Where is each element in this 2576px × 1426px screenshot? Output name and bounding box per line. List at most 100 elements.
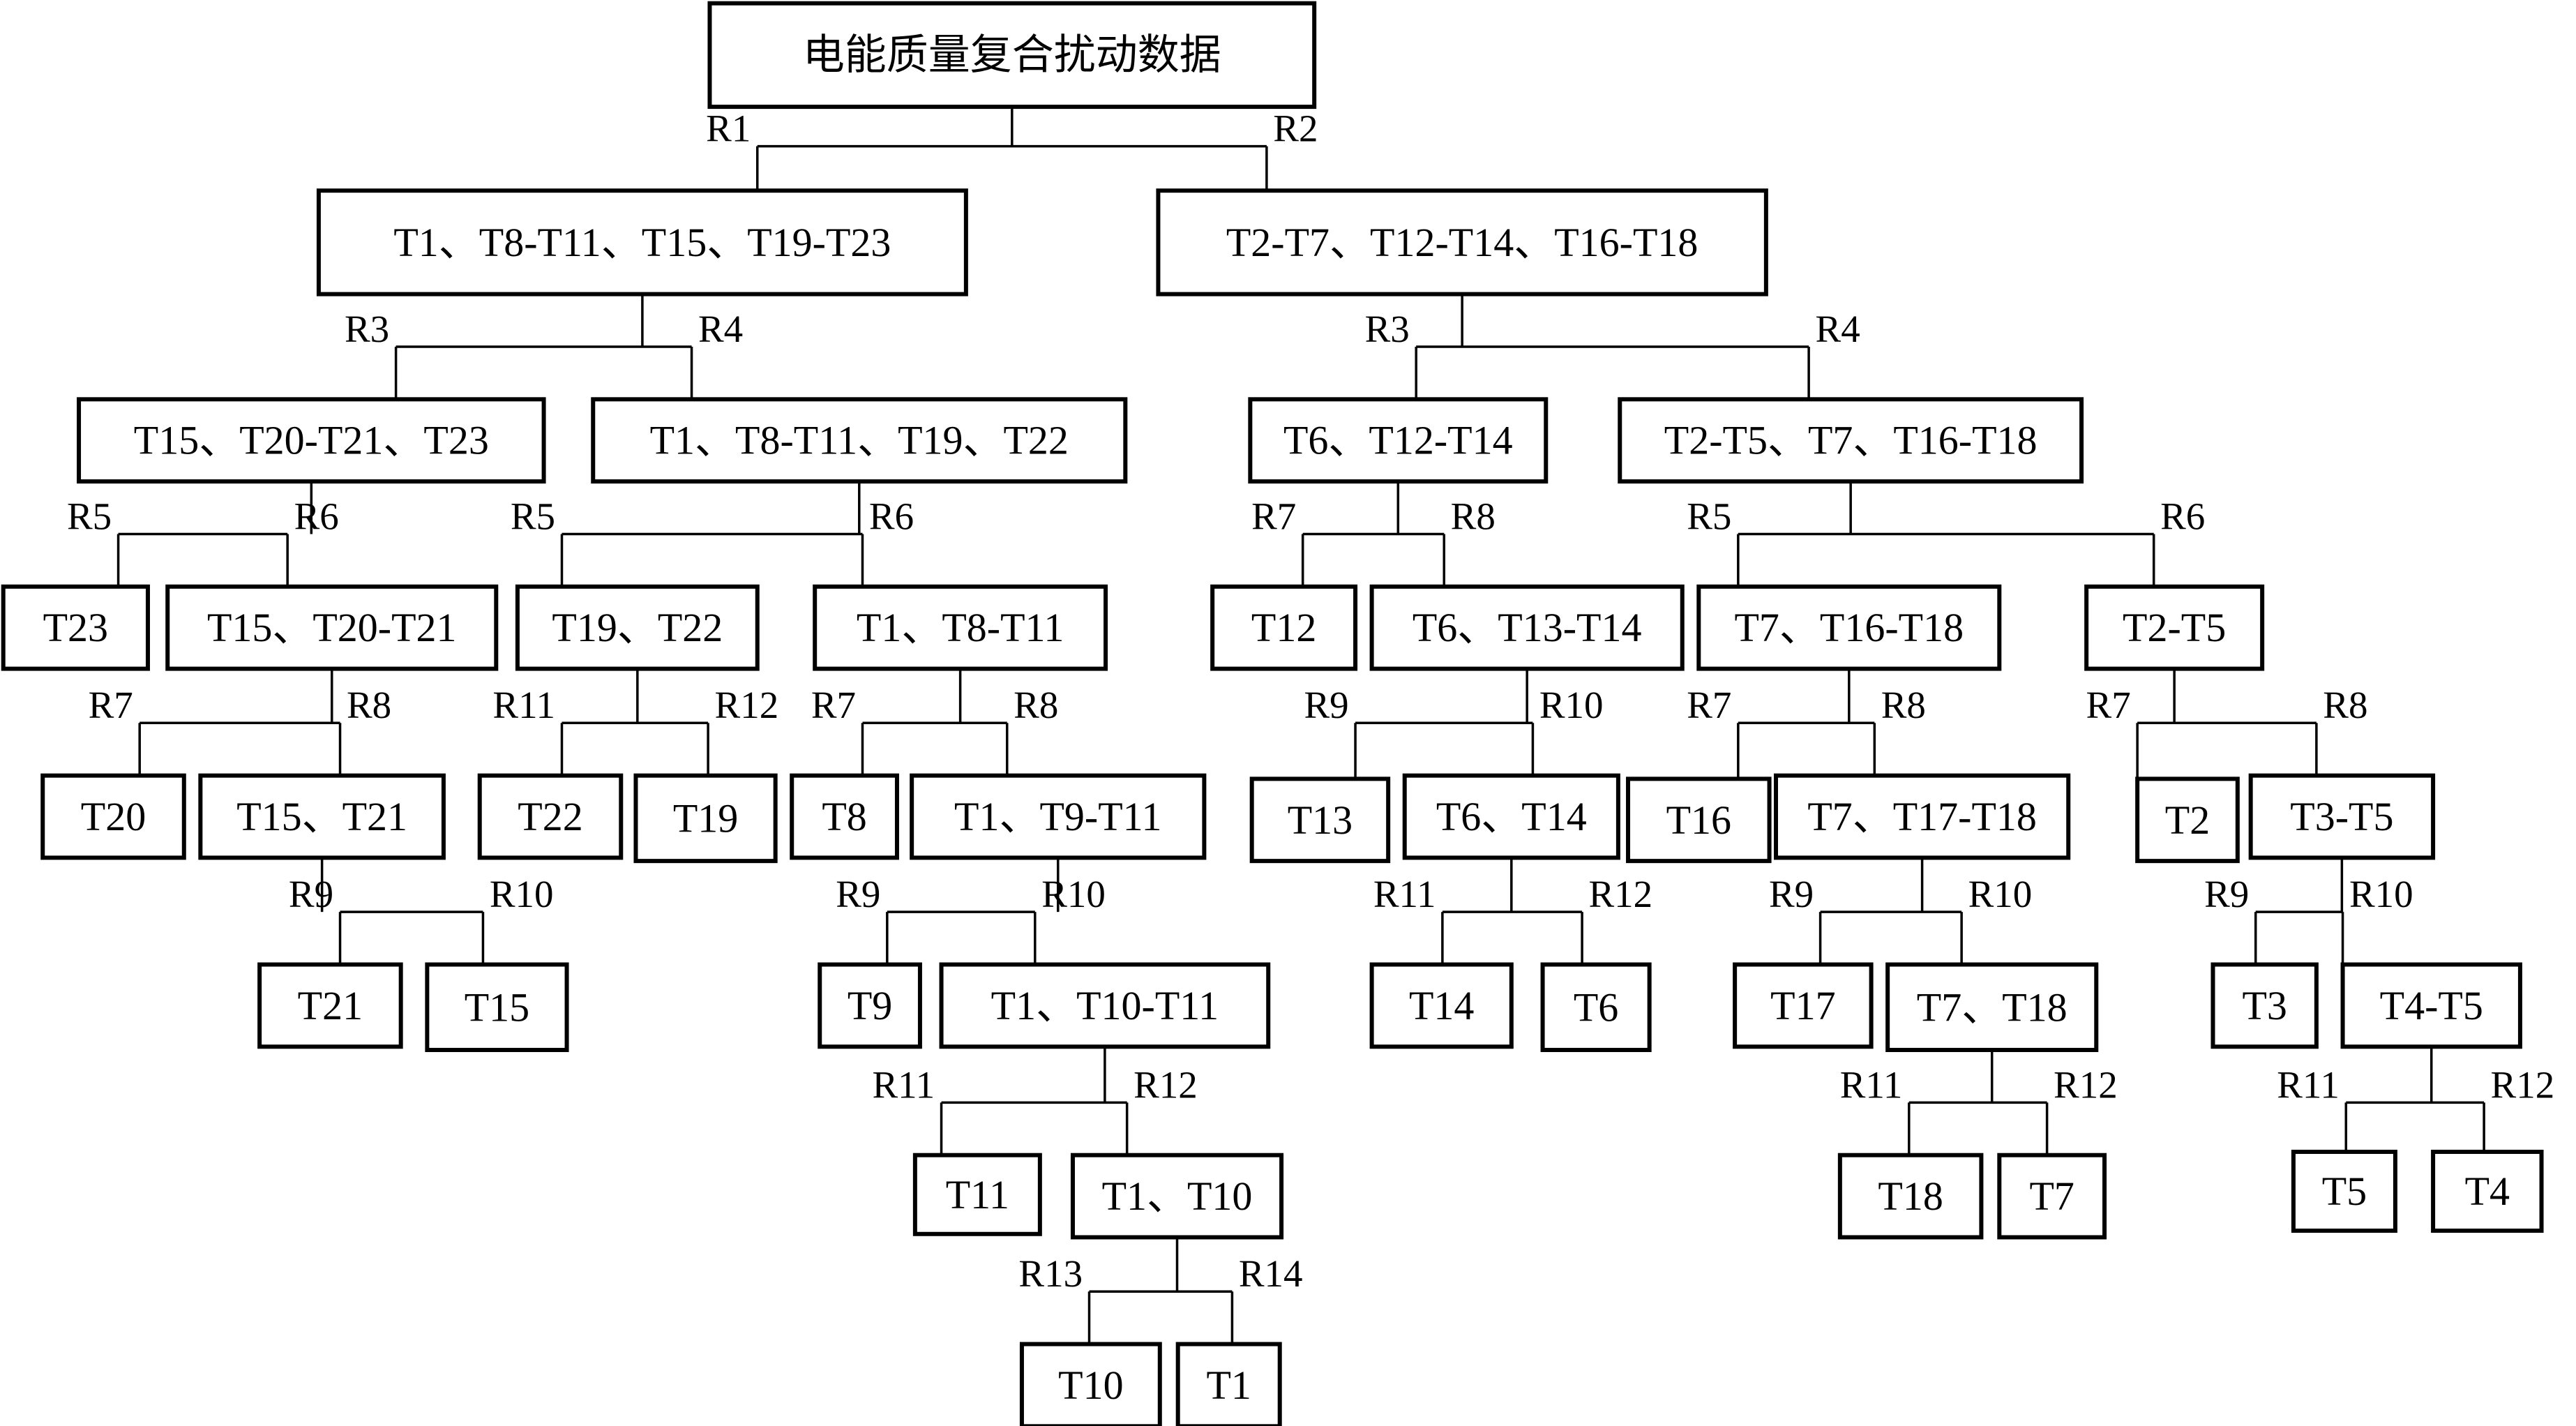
node-label: T11 — [946, 1172, 1009, 1217]
tree-node: T6、T12-T14 — [1248, 397, 1549, 484]
node-label: T19 — [673, 795, 738, 841]
node-box — [1248, 397, 1549, 484]
node-box — [1369, 584, 1685, 671]
tree-node: T21 — [257, 962, 403, 1049]
edge-label: R11 — [872, 1063, 935, 1106]
node-label: T4-T5 — [2380, 983, 2483, 1028]
node-box — [2084, 584, 2265, 671]
tree-node: T1、T8-T11、T15、T19-T23 — [316, 188, 968, 297]
node-label: T6、T12-T14 — [1283, 418, 1513, 463]
node-label: T3-T5 — [2290, 794, 2393, 839]
tree-node: T11 — [912, 1153, 1042, 1236]
node-label: T6 — [1574, 984, 1618, 1030]
node-label: 电能质量复合扰动数据 — [803, 32, 1221, 78]
tree-node: T1、T10 — [1070, 1153, 1284, 1240]
node-label: T1、T10 — [1102, 1173, 1253, 1219]
edge-label: R6 — [869, 495, 914, 537]
node-box — [1, 584, 150, 671]
node-box — [1019, 1342, 1162, 1426]
tree-node: T1 — [1175, 1342, 1282, 1426]
edge-label: R3 — [345, 308, 389, 350]
tree-node: T22 — [477, 773, 624, 860]
node-box — [425, 962, 569, 1052]
node-box — [1837, 1153, 1984, 1240]
node-label: T4 — [2465, 1169, 2510, 1214]
node-box — [2291, 1150, 2397, 1233]
edge-label: R7 — [89, 684, 133, 726]
edge-label: R11 — [1840, 1063, 1903, 1106]
node-label: T7 — [2029, 1173, 2074, 1219]
tree-node: T15 — [425, 962, 569, 1052]
edge-label: R12 — [1133, 1063, 1198, 1106]
edge-label: R8 — [1881, 684, 1926, 726]
node-box — [790, 773, 899, 860]
edge-label: R4 — [698, 308, 743, 350]
node-label: T1、T9-T11 — [954, 794, 1161, 839]
edge-label: R9 — [2204, 873, 2249, 915]
node-label: T2-T7、T12-T14、T16-T18 — [1226, 220, 1698, 265]
edge-label: R11 — [1373, 873, 1436, 915]
node-box — [939, 962, 1271, 1049]
node-box — [818, 962, 922, 1049]
node-box — [1696, 584, 2002, 671]
node-label: T15、T20-T21、T23 — [134, 418, 489, 463]
edge-label: R8 — [1014, 684, 1058, 726]
tree-node: T6、T13-T14 — [1369, 584, 1685, 671]
edge-label: R11 — [492, 684, 555, 726]
tree-node: T5 — [2291, 1150, 2397, 1233]
tree-node: T19、T22 — [515, 584, 760, 671]
tree-node: T9 — [818, 962, 922, 1049]
tree-node: T1、T8-T11 — [813, 584, 1108, 671]
node-box — [77, 397, 546, 484]
node-label: T6、T13-T14 — [1413, 605, 1642, 650]
tree-node: T15、T20-T21、T23 — [77, 397, 546, 484]
node-box — [40, 773, 186, 860]
node-label: T3 — [2242, 983, 2287, 1028]
node-box — [515, 584, 760, 671]
node-label: T16 — [1666, 797, 1731, 843]
node-label: T15 — [465, 984, 529, 1030]
node-label: T7、T17-T18 — [1807, 794, 2037, 839]
tree-node: T1、T10-T11 — [939, 962, 1271, 1049]
node-label: T20 — [81, 794, 146, 839]
node-label: T17 — [1770, 983, 1835, 1028]
tree-node: T6、T14 — [1402, 773, 1620, 860]
node-box — [1249, 776, 1391, 864]
node-box — [1626, 776, 1772, 864]
edge-label: R3 — [1365, 308, 1410, 350]
node-label: T13 — [1288, 797, 1353, 843]
tree-node: T20 — [40, 773, 186, 860]
node-box — [707, 1, 1317, 110]
edge-label: R5 — [67, 495, 112, 537]
tree-node: T1、T8-T11、T19、T22 — [591, 397, 1128, 484]
node-label: T14 — [1409, 983, 1474, 1028]
edge-label: R8 — [1451, 495, 1496, 537]
tree-node: T19 — [633, 773, 778, 864]
node-label: T9 — [848, 983, 892, 1028]
node-box — [198, 773, 446, 860]
node-box — [1774, 773, 2071, 860]
tree-node: T2-T5 — [2084, 584, 2265, 671]
node-box — [591, 397, 1128, 484]
tree-node: T8 — [790, 773, 899, 860]
edge-label: R10 — [490, 873, 554, 915]
edge-label: R12 — [2491, 1063, 2555, 1106]
tree-node: T4 — [2431, 1150, 2544, 1233]
tree-node: T3-T5 — [2248, 773, 2436, 860]
tree-node: T17 — [1733, 962, 1874, 1049]
tree-node: T3 — [2210, 962, 2319, 1049]
node-box — [316, 188, 968, 297]
edge-label: R4 — [1816, 308, 1860, 350]
edge-label: R9 — [836, 873, 880, 915]
node-label: T1、T10-T11 — [991, 983, 1219, 1028]
edge-label: R2 — [1273, 107, 1318, 150]
node-box — [1210, 584, 1358, 671]
node-label: T15、T21 — [236, 794, 407, 839]
edge-label: R12 — [2054, 1063, 2118, 1106]
node-label: T7、T18 — [1917, 984, 2067, 1030]
tree-node: T16 — [1626, 776, 1772, 864]
edge-label: R7 — [1251, 495, 1296, 537]
edge-label: R7 — [1687, 684, 1731, 726]
tree-node: T7、T16-T18 — [1696, 584, 2002, 671]
